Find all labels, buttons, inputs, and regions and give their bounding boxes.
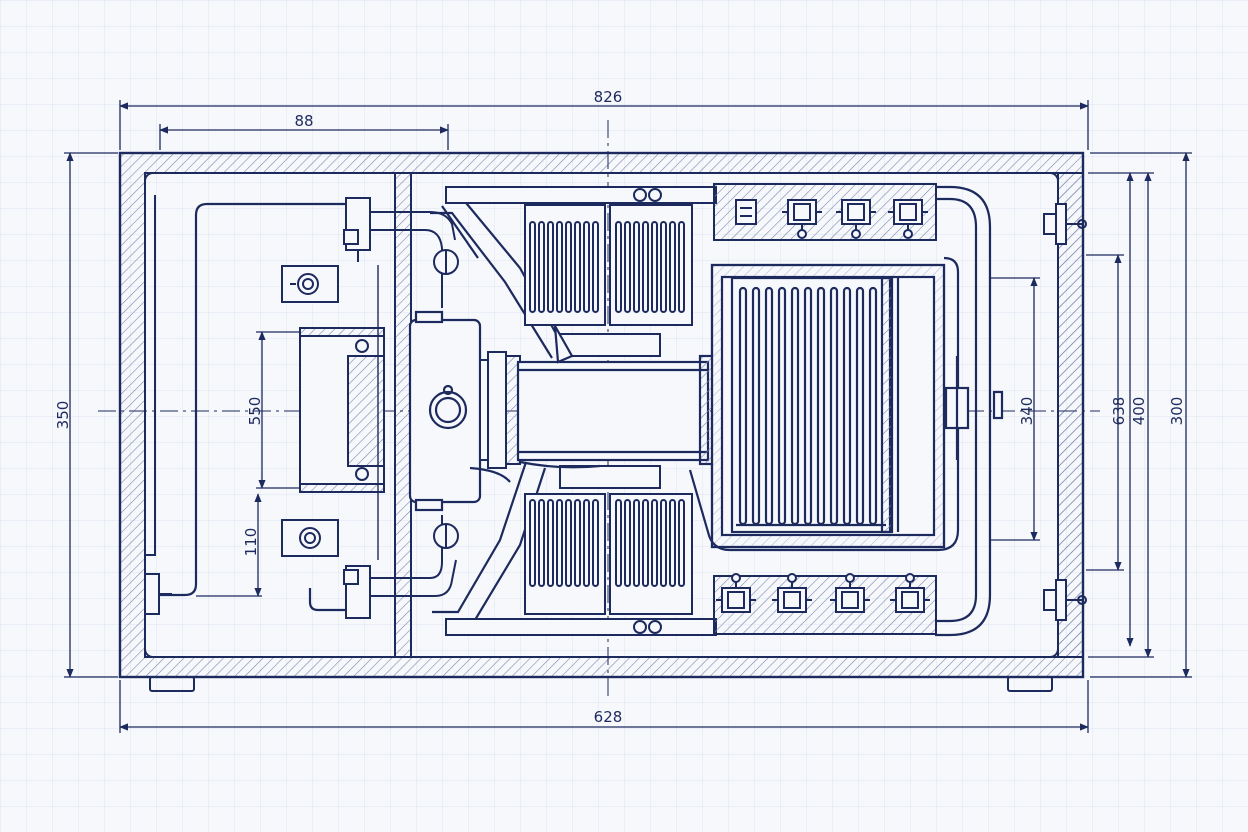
- left-piping: [145, 195, 350, 612]
- valve-core: [793, 203, 811, 221]
- fin: [642, 221, 649, 313]
- valve-core: [727, 591, 745, 609]
- fin-coil-upper-right: [609, 204, 693, 326]
- left-connector-upper: [343, 197, 456, 308]
- right-wall-bolt-lower: [1043, 579, 1087, 621]
- fin: [547, 499, 554, 587]
- dim-left-inner-upper: 550: [246, 397, 264, 426]
- fin: [547, 221, 554, 313]
- motor-flange: [479, 351, 521, 469]
- fin: [574, 499, 581, 587]
- exchanger-tube: [868, 286, 878, 526]
- fin: [592, 499, 599, 587]
- dim-right-inner: 340: [1018, 397, 1036, 426]
- left-connector-lower: [343, 515, 457, 619]
- exchanger-tube: [777, 286, 787, 526]
- fin: [574, 221, 581, 313]
- fin: [565, 499, 572, 587]
- dim-right-c: 300: [1168, 397, 1186, 426]
- valve-nut: [797, 229, 807, 239]
- fin: [565, 221, 572, 313]
- bottom-manifold-pipe: [445, 618, 717, 636]
- fin: [529, 499, 536, 587]
- fin: [538, 499, 545, 587]
- dimension-lines: [64, 100, 1192, 733]
- fin: [624, 499, 631, 587]
- fin: [633, 499, 640, 587]
- exchanger-tube: [764, 286, 774, 526]
- right-wall-bolt-upper: [1043, 203, 1087, 245]
- fin: [660, 499, 667, 587]
- fin: [669, 221, 676, 313]
- valve-core: [901, 591, 919, 609]
- valve-core: [841, 591, 859, 609]
- motor-bottom-cap: [559, 465, 661, 489]
- motor-cylinder: [516, 354, 740, 466]
- exchanger-tube: [803, 286, 813, 526]
- fin: [592, 221, 599, 313]
- left-transformer-box: [299, 327, 385, 493]
- enclosure: [118, 151, 1085, 692]
- dim-bottom-overall: 628: [594, 708, 623, 726]
- fin-coil-lower-right: [609, 493, 693, 615]
- fin: [624, 221, 631, 313]
- fin: [556, 221, 563, 313]
- fin: [642, 499, 649, 587]
- fin-coil-upper-left: [524, 204, 606, 326]
- exchanger-tube: [738, 286, 748, 526]
- fin: [538, 221, 545, 313]
- dim-right-a: 638: [1110, 397, 1128, 426]
- fin-coil-lower-left: [524, 493, 606, 615]
- fin: [678, 221, 685, 313]
- valve-nut: [731, 573, 741, 583]
- dimension-labels: 826 88 628 350 550 110 340 638 400 300: [54, 88, 1186, 726]
- valve-nut: [903, 229, 913, 239]
- dim-top-partial: 88: [294, 112, 313, 130]
- fin: [669, 499, 676, 587]
- valve-nut: [845, 573, 855, 583]
- exchanger-tube: [829, 286, 839, 526]
- valve-nut: [905, 573, 915, 583]
- fin: [583, 499, 590, 587]
- exchanger-tube: [816, 286, 826, 526]
- fin: [556, 499, 563, 587]
- gauge-lower: [433, 523, 459, 549]
- fin: [651, 499, 658, 587]
- exchanger-tube: [751, 286, 761, 526]
- fin: [651, 221, 658, 313]
- valve-block-top: [713, 183, 937, 241]
- motor-top-cap: [559, 333, 661, 357]
- pump-housing: [408, 310, 482, 512]
- left-bracket-lower: [281, 519, 339, 557]
- left-bracket-upper: [281, 265, 339, 303]
- dim-top-overall: 826: [594, 88, 623, 106]
- fin: [529, 221, 536, 313]
- fin: [633, 221, 640, 313]
- dim-right-b: 400: [1130, 397, 1148, 426]
- valve-block-bottom: [713, 573, 937, 635]
- return-pipe: [688, 185, 1004, 637]
- valve-core: [899, 203, 917, 221]
- exchanger-tube: [842, 286, 852, 526]
- left-wall-bolt: [144, 573, 172, 615]
- dim-left-height: 350: [54, 401, 72, 430]
- valve-core: [783, 591, 801, 609]
- heat-exchanger: [710, 263, 946, 549]
- fin: [660, 221, 667, 313]
- top-manifold-pipe: [445, 186, 717, 204]
- fin: [583, 221, 590, 313]
- exchanger-tube: [790, 286, 800, 526]
- valve-nut: [787, 573, 797, 583]
- valve-core: [847, 203, 865, 221]
- fin: [615, 221, 622, 313]
- valve-nut: [851, 229, 861, 239]
- fin: [615, 499, 622, 587]
- dim-left-inner-lower: 110: [242, 528, 260, 557]
- fin: [678, 499, 685, 587]
- gauge-upper: [433, 249, 459, 275]
- exchanger-tube: [855, 286, 865, 526]
